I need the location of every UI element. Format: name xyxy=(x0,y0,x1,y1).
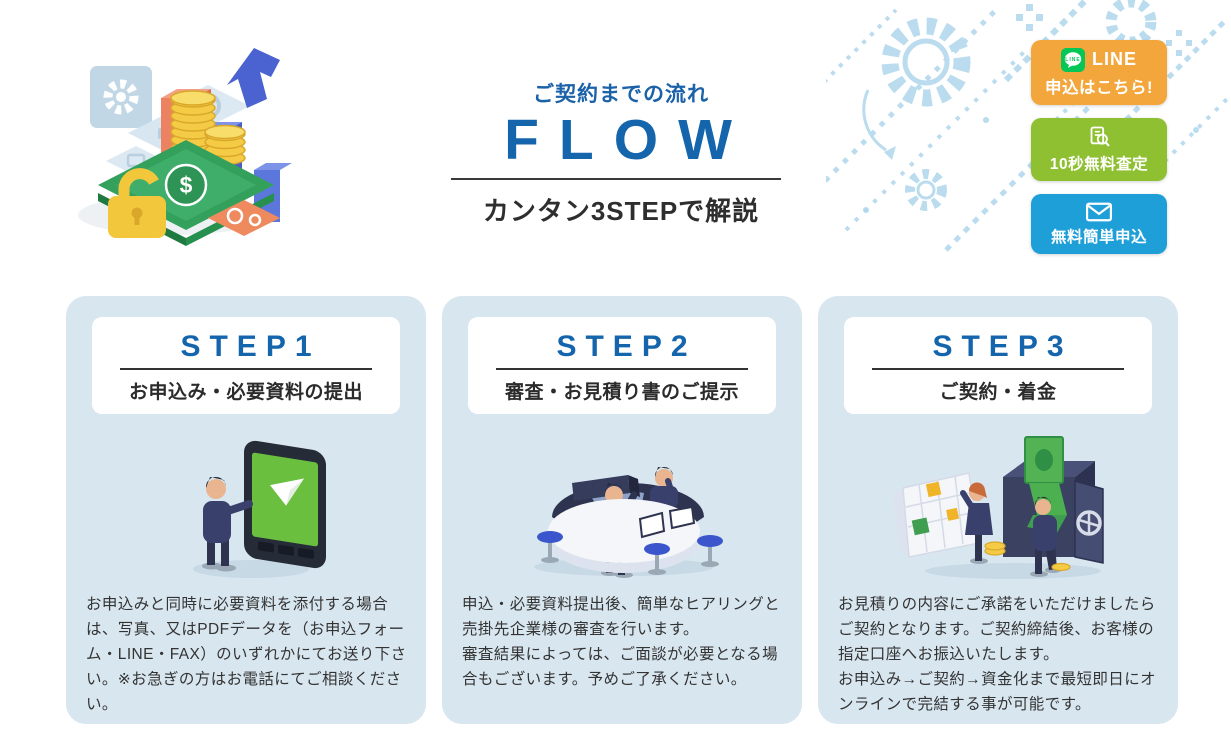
man-figure xyxy=(1030,496,1061,577)
step1-divider xyxy=(120,368,372,370)
step3-description: お見積りの内容にご承諾をいただけましたらご契約となります。ご契約締結後、お客様の… xyxy=(838,596,1157,713)
line-button-label-bottom: 申込はこちら! xyxy=(1045,78,1153,97)
smartphone-submission-icon xyxy=(193,440,326,578)
person-figure xyxy=(202,476,253,572)
coin-stacks xyxy=(170,90,246,166)
vault-cash-icon xyxy=(893,436,1104,579)
step3-titlebox: STEP3 ご契約・着金 xyxy=(844,317,1152,414)
step2-illustration xyxy=(462,431,782,581)
document-search-icon xyxy=(1090,126,1110,147)
step2-subtitle: 審査・お見積り書のご提示 xyxy=(504,382,739,403)
tech-pattern-decoration xyxy=(826,0,1231,252)
step3-subtitle: ご契約・着金 xyxy=(939,382,1057,403)
money-finance-illustration: $ xyxy=(78,48,292,246)
step3-card: STEP3 ご契約・着金 xyxy=(818,296,1178,724)
coins xyxy=(984,541,1071,572)
free-apply-label: 無料簡単申込 xyxy=(1050,229,1147,246)
svg-text:LINE: LINE xyxy=(1065,57,1080,63)
vault-door xyxy=(1074,480,1104,564)
reception-desk-icon xyxy=(534,466,723,578)
monitors xyxy=(638,505,696,539)
step1-card: STEP1 お申込み・必要資料の提出 xyxy=(66,296,426,724)
flow-tagline: カンタン3STEPで解説 xyxy=(482,196,760,226)
steps-row: STEP1 お申込み・必要資料の提出 xyxy=(66,296,1178,724)
flow-divider xyxy=(451,178,781,180)
step1-titlebox: STEP1 お申込み・必要資料の提出 xyxy=(92,317,400,414)
line-apply-button[interactable]: LINE LINE 申込はこちら! xyxy=(1031,40,1167,105)
line-app-icon: LINE xyxy=(1060,47,1085,72)
currency-tile xyxy=(208,200,280,236)
svg-text:$: $ xyxy=(180,172,193,198)
flow-title: FLOW xyxy=(504,108,752,172)
step2-card: STEP2 審査・お見積り書のご提示 xyxy=(442,296,802,724)
step2-label: STEP2 xyxy=(556,330,697,363)
flow-header: ご契約までの流れ FLOW カンタン3STEPで解説 xyxy=(451,78,791,228)
free-assessment-label: 10秒無料査定 xyxy=(1049,156,1149,173)
stools xyxy=(537,531,723,575)
step3-illustration xyxy=(838,431,1158,581)
cash-bills xyxy=(1024,436,1067,533)
padlock xyxy=(108,168,166,238)
step1-subtitle: お申込み・必要資料の提出 xyxy=(128,382,363,403)
woman-figure xyxy=(960,482,993,564)
planning-board xyxy=(893,472,980,558)
step1-illustration xyxy=(86,431,406,581)
free-apply-button[interactable]: 無料簡単申込 xyxy=(1031,194,1167,254)
step2-titlebox: STEP2 審査・お見積り書のご提示 xyxy=(468,317,776,414)
flow-subtitle: ご契約までの流れ xyxy=(533,83,709,106)
line-button-label-top: LINE xyxy=(1091,49,1137,69)
growth-arrow xyxy=(227,48,280,108)
step3-label: STEP3 xyxy=(932,330,1073,363)
step1-description: お申込みと同時に必要資料を添付する場合は、写真、又はPDFデータを（お申込フォー… xyxy=(86,596,407,713)
cta-column: LINE LINE 申込はこちら! 10秒無料査定 無料簡単申込 xyxy=(1031,40,1167,254)
envelope-icon xyxy=(1085,202,1113,222)
step2-divider xyxy=(496,368,748,370)
free-assessment-button[interactable]: 10秒無料査定 xyxy=(1031,118,1167,181)
step2-description: 申込・必要資料提出後、簡単なヒアリングと売掛先企業様の審査を行います。 審査結果… xyxy=(462,596,781,688)
step3-divider xyxy=(872,368,1124,370)
step1-label: STEP1 xyxy=(180,330,321,363)
